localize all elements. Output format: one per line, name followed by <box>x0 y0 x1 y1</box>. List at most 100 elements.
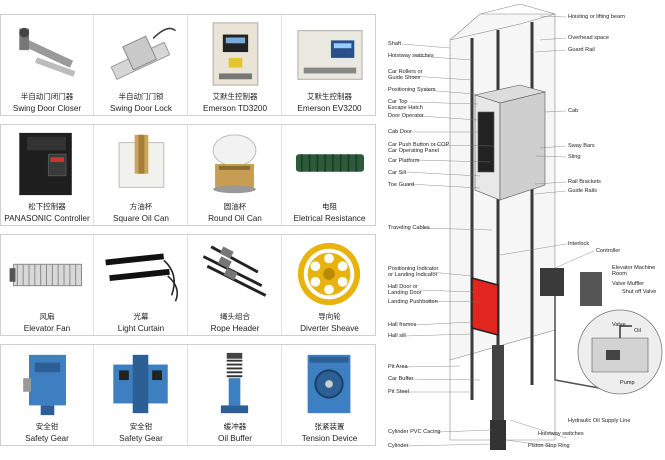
catalog-item-rope-header[interactable]: 绳头组合 Rope Header <box>189 235 282 335</box>
label-guide-rails: Guide Rails <box>568 188 597 194</box>
item-en-label: Emerson EV3200 <box>297 104 362 113</box>
label-landing-pushbutton: Landing Pushbutton <box>388 299 438 305</box>
item-en-label: Rope Header <box>210 324 260 333</box>
catalog-item-safety-gear-2[interactable]: 安全钳 Safety Gear <box>95 345 188 445</box>
label-traveling-cables: Traveling Cables <box>388 225 430 231</box>
label-cab: Cab <box>568 108 579 114</box>
label-hall-sill: Hall sill <box>388 333 406 339</box>
label-hoisting-beam: Hoisting or lifting beam <box>568 14 625 20</box>
label-car-sill: Car Sill <box>388 170 407 176</box>
label-hydraulic-oil-supply-line: Hydraulic Oil Supply Line <box>568 418 631 424</box>
item-en-label: Safety Gear <box>25 434 69 443</box>
catalog-item-emerson-ev3200[interactable]: 艾默生控制器 Emerson EV3200 <box>283 15 376 115</box>
item-en-label: Diverter Sheave <box>300 324 359 333</box>
item-cn-label: 半自动门门锁 <box>118 92 164 101</box>
label-positioning-indicator: Positioning Indicator <box>388 266 439 272</box>
label-shut-off-valve: Shut off Valve <box>622 289 657 295</box>
item-en-label: PANASONIC Controller <box>4 214 90 223</box>
emerson-ev3200-icon <box>287 19 372 89</box>
item-cn-label: 风扇 <box>39 312 55 321</box>
catalog-item-eletrical-resistance[interactable]: 电阻 Eletrical Resistance <box>283 125 376 225</box>
door-closer-icon <box>5 19 89 89</box>
label-car-push-button: Car Push Button or COP <box>388 142 450 148</box>
item-cn-label: 方油杯 <box>129 202 153 211</box>
label-car-operating-panel: Car Operating Panel <box>388 148 439 154</box>
label-toe-guard: Toe Guard <box>388 182 415 188</box>
label-guide-shoes: Guide Shoes <box>388 75 421 81</box>
item-en-label: Swing Door Closer <box>12 104 82 113</box>
light-curtain-icon <box>99 239 183 309</box>
catalog-item-tension-device[interactable]: 张紧装置 Tension Device <box>283 345 376 445</box>
label-car-buffer: Car Buffer <box>388 376 414 382</box>
label-rail-brackets: Rail Brackets <box>568 179 601 185</box>
label-positioning-system: Positioning System <box>388 87 436 93</box>
item-en-label: Emerson TD3200 <box>202 104 268 113</box>
label-escape-hatch: Escape Hatch <box>388 105 423 111</box>
label-guard-rail: Guard Rail <box>568 47 595 53</box>
hydraulic-elevator-illustration <box>401 3 663 450</box>
catalog-row-1: 半自动门闭门器 Swing Door Closer 半自动门门锁 Swing D… <box>0 14 376 116</box>
catalog-item-oil-buffer[interactable]: 缓冲器 Oil Buffer <box>189 345 282 445</box>
label-shaft: Shaft <box>388 41 402 47</box>
item-cn-label: 艾默生控制器 <box>307 92 352 101</box>
item-en-label: Light Curtain <box>117 324 165 333</box>
label-cylinder-pvc-casing: Cylinder PVC Cacing <box>388 429 441 435</box>
item-cn-label: 安全钳 <box>129 422 153 431</box>
label-hoistway-switches: Hoistway switches <box>388 53 434 59</box>
parts-catalog: 半自动门闭门器 Swing Door Closer 半自动门门锁 Swing D… <box>0 14 376 446</box>
label-controller: Controller <box>596 248 621 254</box>
catalog-item-round-oil-can[interactable]: 圆油杯 Round Oil Can <box>189 125 282 225</box>
label-sway-bars: Sway Bars <box>568 143 595 149</box>
item-cn-label: 艾默生控制器 <box>212 92 258 101</box>
catalog-item-safety-gear-1[interactable]: 安全钳 Safety Gear <box>1 345 94 445</box>
label-hall-frames: Hall frames <box>388 322 417 328</box>
item-cn-label: 张紧装置 <box>314 422 345 431</box>
label-door-operator: Door Operator <box>388 113 424 119</box>
catalog-item-elevator-fan[interactable]: 风扇 Elevator Fan <box>1 235 94 335</box>
item-cn-label: 圆油杯 <box>223 202 247 211</box>
door-lock-icon <box>99 19 183 89</box>
label-cylinder: Cylinder <box>388 443 409 449</box>
label-car-top: Car Top <box>388 99 408 105</box>
label-car-rollers: Car Rollers or <box>388 69 423 75</box>
label-car-platform: Car Platform <box>388 158 420 164</box>
item-cn-label: 松下控制器 <box>28 202 66 211</box>
elevator-diagram: Shaft Hoistway switches Car Rollers or G… <box>380 0 665 460</box>
item-cn-label: 缓冲器 <box>223 422 247 431</box>
oil-buffer-icon <box>193 349 277 419</box>
label-interlock: Interlock <box>568 241 590 247</box>
item-cn-label: 光幕 <box>133 312 149 321</box>
label-valve: Valve <box>612 322 626 328</box>
catalog-item-emerson-td3200[interactable]: 艾默生控制器 Emerson TD3200 <box>189 15 282 115</box>
item-en-label: Square Oil Can <box>113 214 169 223</box>
catalog-item-light-curtain[interactable]: 光幕 Light Curtain <box>95 235 188 335</box>
label-landing-indicator: or Landing Indicator <box>388 272 438 278</box>
item-en-label: Tension Device <box>301 434 358 443</box>
item-en-label: Elevator Fan <box>23 324 71 333</box>
catalog-item-diverter-sheave[interactable]: 导向轮 Diverter Sheave <box>283 235 376 335</box>
item-cn-label: 半自动门闭门器 <box>20 92 74 101</box>
panasonic-controller-icon <box>5 129 89 199</box>
label-pit-area: Pit Area <box>388 364 408 370</box>
item-en-label: Swing Door Lock <box>110 104 172 113</box>
label-landing-door: Landing Door <box>388 290 422 296</box>
item-cn-label: 电阻 <box>322 202 337 211</box>
label-piston-stop-ring: Piston Stop Ring <box>528 443 570 449</box>
catalog-item-swing-door-lock[interactable]: 半自动门门锁 Swing Door Lock <box>95 15 188 115</box>
label-sling: Sling <box>568 154 581 160</box>
item-en-label: Round Oil Can <box>208 214 262 223</box>
label-hoistway-switches-bottom: Hoistway switches <box>538 431 584 437</box>
item-en-label: Safety Gear <box>119 434 163 443</box>
rope-header-icon <box>193 239 277 309</box>
label-cab-door: Cab Door <box>388 129 412 135</box>
catalog-item-swing-door-closer[interactable]: 半自动门闭门器 Swing Door Closer <box>1 15 94 115</box>
catalog-item-square-oil-can[interactable]: 方油杯 Square Oil Can <box>95 125 188 225</box>
safety-gear-icon <box>5 349 89 419</box>
label-hall-door: Hall Door or <box>388 284 418 290</box>
label-oil: Oil <box>634 328 641 334</box>
catalog-item-panasonic-controller[interactable]: 松下控制器 PANASONIC Controller <box>1 125 94 225</box>
square-oil-can-icon <box>99 129 183 199</box>
label-elevator-machine: Elevator Machine <box>612 265 656 271</box>
catalog-row-3: 风扇 Elevator Fan 光幕 Light Curtain 绳头组合 Ro… <box>0 234 376 336</box>
item-en-label: Oil Buffer <box>218 434 252 443</box>
